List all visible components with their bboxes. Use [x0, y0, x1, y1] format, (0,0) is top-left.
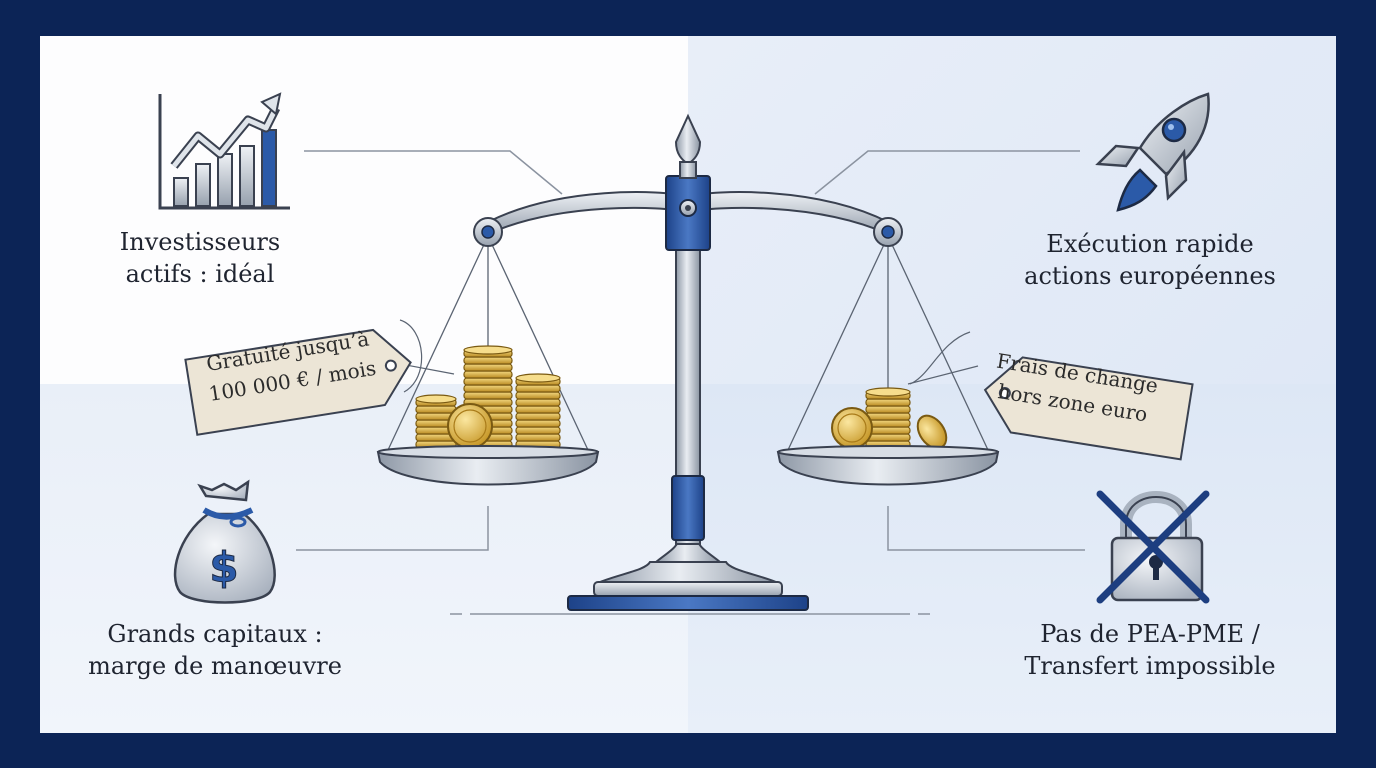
coin	[515, 384, 561, 393]
label-active-investors-line2: actifs : idéal	[125, 260, 275, 288]
coin	[865, 412, 911, 421]
label-large-capital-line1: Grands capitaux :	[107, 620, 323, 648]
coin-stacks-small	[831, 387, 948, 450]
quadrant-bottom-left	[40, 384, 688, 733]
coin	[415, 405, 457, 414]
coin	[515, 412, 561, 421]
connector-bottom-right	[887, 506, 1085, 551]
coin-face-rim	[453, 409, 487, 443]
label-large-capital: Grands capitaux : marge de manœuvre	[80, 618, 350, 682]
coin	[515, 433, 561, 442]
balance-scale-icon	[376, 113, 1000, 611]
connector-top-right	[814, 150, 1080, 195]
label-no-pea-pme: Pas de PEA-PME / Transfert impossible	[1000, 618, 1300, 682]
svg-text:$: $	[209, 543, 238, 592]
money-bag-dollar-icon: $	[173, 479, 276, 604]
coin	[463, 384, 513, 393]
coin-top	[463, 345, 513, 355]
infographic-frame: $	[40, 36, 1336, 733]
coin	[515, 405, 561, 414]
scene-illustration: $	[158, 92, 1210, 615]
scale-base-top	[599, 561, 777, 583]
coin	[865, 405, 911, 414]
connector-bottom-left	[296, 506, 489, 551]
coin-top	[865, 387, 911, 397]
coin	[463, 377, 513, 386]
coin	[463, 356, 513, 365]
coin	[515, 391, 561, 400]
bar-chart-trend-icon	[158, 92, 290, 210]
label-no-pea-pme-line1: Pas de PEA-PME /	[1040, 620, 1260, 648]
label-no-pea-pme-line2: Transfert impossible	[1024, 652, 1276, 680]
coin-face	[447, 403, 493, 449]
label-fast-execution-line2: actions européennes	[1024, 262, 1276, 290]
coin-top	[415, 394, 457, 404]
scale-pillar-collar	[671, 475, 705, 541]
coin	[463, 391, 513, 400]
scale-base-plinth	[567, 595, 809, 611]
scale-finial	[674, 113, 702, 166]
coin-face-rim	[837, 413, 867, 443]
scale-pan-right	[776, 451, 1000, 486]
coin	[463, 370, 513, 379]
label-fast-execution: Exécution rapide actions européennes	[1000, 228, 1300, 292]
label-active-investors: Investisseurs actifs : idéal	[100, 226, 300, 290]
coin-stacks-large	[415, 345, 561, 449]
scale-chains	[387, 235, 989, 451]
label-fast-execution-line1: Exécution rapide	[1046, 230, 1254, 258]
rocket-icon	[1095, 92, 1210, 212]
coin	[515, 419, 561, 428]
scale-base-step	[593, 581, 783, 597]
coin	[865, 433, 911, 442]
coin	[515, 426, 561, 435]
crossed-padlock-icon	[1096, 490, 1210, 604]
quadrant-bottom-right	[688, 384, 1336, 733]
coin	[865, 398, 911, 407]
price-tag-right	[907, 331, 1194, 461]
connector-lines	[296, 150, 1085, 615]
coin	[515, 398, 561, 407]
coin	[463, 363, 513, 372]
coin-top	[515, 373, 561, 383]
label-large-capital-line2: marge de manœuvre	[88, 652, 342, 680]
connector-top-left	[304, 150, 563, 195]
label-active-investors-line1: Investisseurs	[119, 228, 281, 256]
price-tag-left	[184, 319, 455, 436]
scale-pan-left	[376, 451, 600, 486]
